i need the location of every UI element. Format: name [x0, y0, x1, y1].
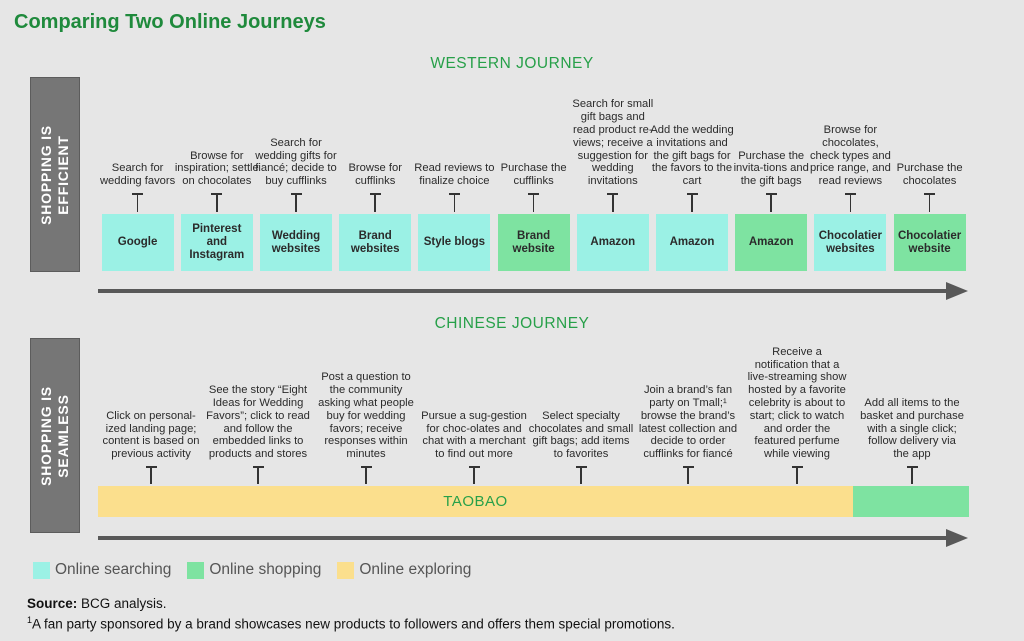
chinese-step-text: Receive a notification that a live-strea… [747, 345, 847, 461]
western-step-text: Purchase the chocolates [896, 162, 963, 188]
legend-swatch-exploring [337, 561, 355, 579]
chinese-step-text: Join a brand’s fan party on Tmall;¹ brow… [638, 384, 738, 461]
western-channel-box: Amazon [576, 214, 649, 271]
western-step-text: Browse for cufflinks [348, 162, 402, 188]
western-step-text: Purchase the cufflinks [500, 162, 567, 188]
chinese-step-text: Select specialty chocolates and small gi… [528, 409, 634, 461]
taobao-label: TAOBAO [443, 493, 508, 510]
chinese-step-tick [365, 466, 367, 484]
western-step-text: Read reviews to finalize choice [414, 162, 495, 188]
source-label: Source: [27, 596, 78, 611]
western-step-tick [374, 193, 376, 212]
side-label-seamless-line2: SEAMLESS [55, 393, 72, 478]
source-text: BCG analysis. [81, 596, 167, 611]
chinese-arrow-line [98, 536, 950, 540]
side-label-seamless: SHOPPING IS SEAMLESS [30, 338, 80, 533]
western-step-text: Purchase the invita-tions and the gift b… [733, 149, 809, 188]
western-step-text: Browse for inspiration; settle on chocol… [174, 149, 259, 188]
side-label-efficient: SHOPPING IS EFFICIENT [30, 77, 80, 272]
chinese-step-text: See the story “Eight Ideas for Wedding F… [206, 384, 310, 461]
chinese-arrow-head [946, 529, 968, 547]
western-channel-box: Pinterest and Instagram [180, 214, 253, 271]
chinese-step-text: Add all items to the basket and purchase… [860, 397, 964, 461]
side-label-efficient-line2: EFFICIENT [55, 134, 72, 215]
legend-item-shopping: Online shopping [187, 561, 321, 579]
page-title: Comparing Two Online Journeys [14, 11, 326, 33]
western-step-tick [216, 193, 218, 212]
legend-item-exploring: Online exploring [337, 561, 471, 579]
side-label-seamless-line1: SHOPPING IS [38, 385, 55, 486]
legend-label-searching: Online searching [55, 561, 172, 578]
western-step-text: Search for wedding gifts for fiancé; dec… [255, 136, 337, 188]
chinese-step-tick [257, 466, 259, 484]
legend: Online searching Online shopping Online … [33, 561, 487, 579]
taobao-bar: TAOBAO [98, 486, 853, 517]
footnote-mark: 1 [27, 615, 33, 625]
legend-item-searching: Online searching [33, 561, 171, 579]
western-arrow-line [98, 289, 950, 293]
chinese-step-tick [911, 466, 913, 484]
western-step-tick [691, 193, 693, 212]
western-channel-box: Amazon [735, 214, 808, 271]
chinese-step-text: Pursue a sug-gestion for choc-olates and… [421, 409, 527, 461]
western-channel-box: Amazon [656, 214, 728, 271]
legend-label-shopping: Online shopping [209, 561, 322, 578]
taobao-purchase-bar [853, 486, 969, 517]
western-journey-heading: WESTERN JOURNEY [430, 55, 594, 72]
western-channel-box: Brand website [497, 214, 570, 271]
source-note: Source: BCG analysis. [27, 596, 167, 611]
footnote-text: A fan party sponsored by a brand showcas… [32, 616, 675, 632]
legend-label-exploring: Online exploring [359, 561, 472, 578]
legend-swatch-shopping [187, 561, 205, 579]
chinese-step-tick [150, 466, 152, 484]
chinese-step-text: Click on personal-ized landing page; con… [102, 409, 200, 461]
chinese-journey-heading: CHINESE JOURNEY [434, 315, 590, 332]
western-arrow-head [946, 282, 968, 300]
chinese-step-tick [687, 466, 689, 484]
western-channel-box: Style blogs [418, 214, 491, 271]
western-channel-box: Wedding websites [260, 214, 332, 271]
western-step-tick [612, 193, 614, 212]
footnote: 1A fan party sponsored by a brand showca… [27, 615, 675, 632]
chinese-step-tick [580, 466, 582, 484]
legend-swatch-searching [33, 561, 50, 579]
western-step-text: Search for wedding favors [99, 162, 176, 188]
western-step-text: Search for small gift bags and read prod… [572, 98, 654, 188]
side-label-efficient-line1: SHOPPING IS [38, 124, 55, 225]
western-step-tick [532, 193, 535, 212]
western-step-tick [770, 193, 772, 212]
chinese-step-tick [796, 466, 798, 484]
western-step-tick [453, 193, 456, 212]
western-channel-box: Chocolatier website [893, 214, 966, 271]
western-step-text: Add the wedding invitations and the gift… [650, 124, 734, 188]
western-step-tick [136, 193, 139, 212]
western-step-tick [849, 193, 852, 212]
western-channel-box: Google [101, 214, 174, 271]
western-channel-box: Brand websites [339, 214, 412, 271]
chinese-step-text: Post a question to the community asking … [318, 371, 414, 461]
western-step-text: Browse for chocolates, check types and p… [809, 124, 891, 188]
western-step-tick [295, 193, 297, 212]
chinese-step-tick [473, 466, 475, 484]
western-channel-box: Chocolatier websites [814, 214, 887, 271]
western-step-tick [928, 193, 931, 212]
